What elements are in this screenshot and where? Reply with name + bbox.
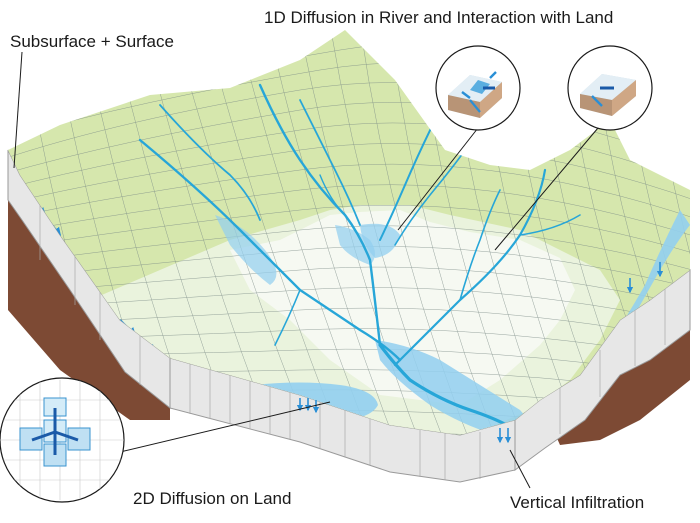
river-cell-cross-section-icon <box>435 45 521 131</box>
vertical-infiltration-label: Vertical Infiltration <box>510 493 645 512</box>
subsurface-surface-label: Subsurface + Surface <box>10 32 174 51</box>
vertical-infiltration-arrows <box>296 262 664 444</box>
river-diffusion-label: 1D Diffusion in River and Interaction wi… <box>264 8 614 27</box>
river-land-exchange-icon <box>567 45 653 131</box>
2d-cell-flow-icon <box>0 377 125 503</box>
land-diffusion-label: 2D Diffusion on Land <box>133 489 292 508</box>
leader-lines <box>13 51 599 489</box>
